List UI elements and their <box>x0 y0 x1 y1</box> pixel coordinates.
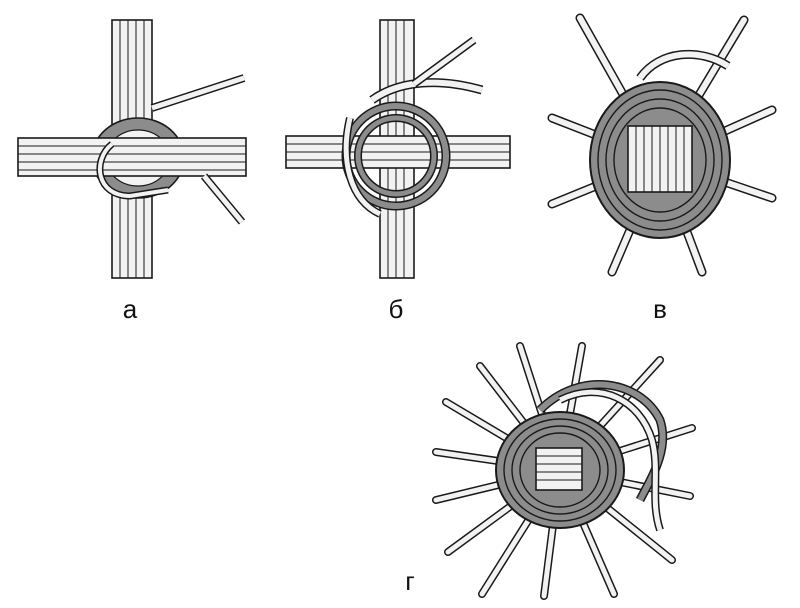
step-g-center-square <box>535 447 583 491</box>
step-g-figure <box>432 342 696 600</box>
step-v-label: в <box>653 294 667 324</box>
step-v-figure <box>547 13 777 277</box>
step-g-label: г <box>405 566 414 596</box>
step-b-label: б <box>389 294 404 324</box>
step-g-loose-weavers <box>536 380 668 532</box>
step-a-label: а <box>123 294 138 324</box>
step-b-figure <box>285 19 511 279</box>
step-a-figure <box>17 19 247 279</box>
